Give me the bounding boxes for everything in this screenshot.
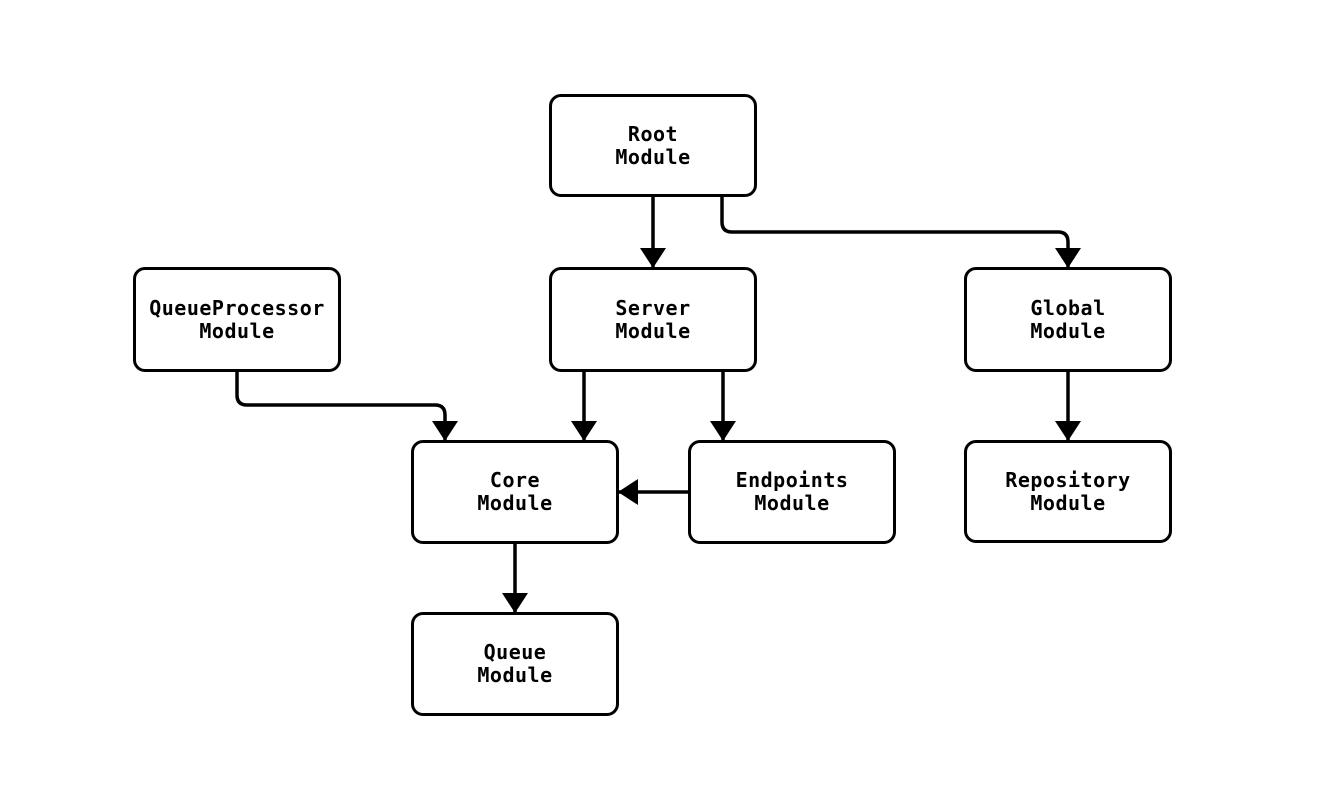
- node-label-line: Module: [1030, 490, 1106, 515]
- node-label-line: Module: [1030, 318, 1106, 343]
- node-label-line: Repository: [1005, 467, 1131, 492]
- node-label-line: Endpoints: [735, 468, 849, 492]
- node-label-line: Global: [1030, 295, 1106, 320]
- node-label-line: Module: [754, 491, 830, 515]
- edge-queueprocessor-module-to-core-module: [235, 370, 458, 442]
- node-label-line: Module: [477, 491, 553, 515]
- node-label-line: Module: [477, 663, 553, 687]
- node-label-line: QueueProcessor: [149, 295, 325, 320]
- diagram-edges: [235, 195, 1081, 614]
- node-label-line: Server: [615, 295, 691, 320]
- node-label-line: Core: [489, 468, 541, 492]
- node-label-line: Module: [615, 144, 691, 169]
- node-label-line: Queue: [483, 640, 547, 664]
- edge-root-module-to-global-module: [720, 195, 1081, 269]
- node-label-line: Module: [199, 318, 275, 343]
- node-label-line: Root: [627, 121, 679, 146]
- node-label-line: Module: [615, 318, 691, 343]
